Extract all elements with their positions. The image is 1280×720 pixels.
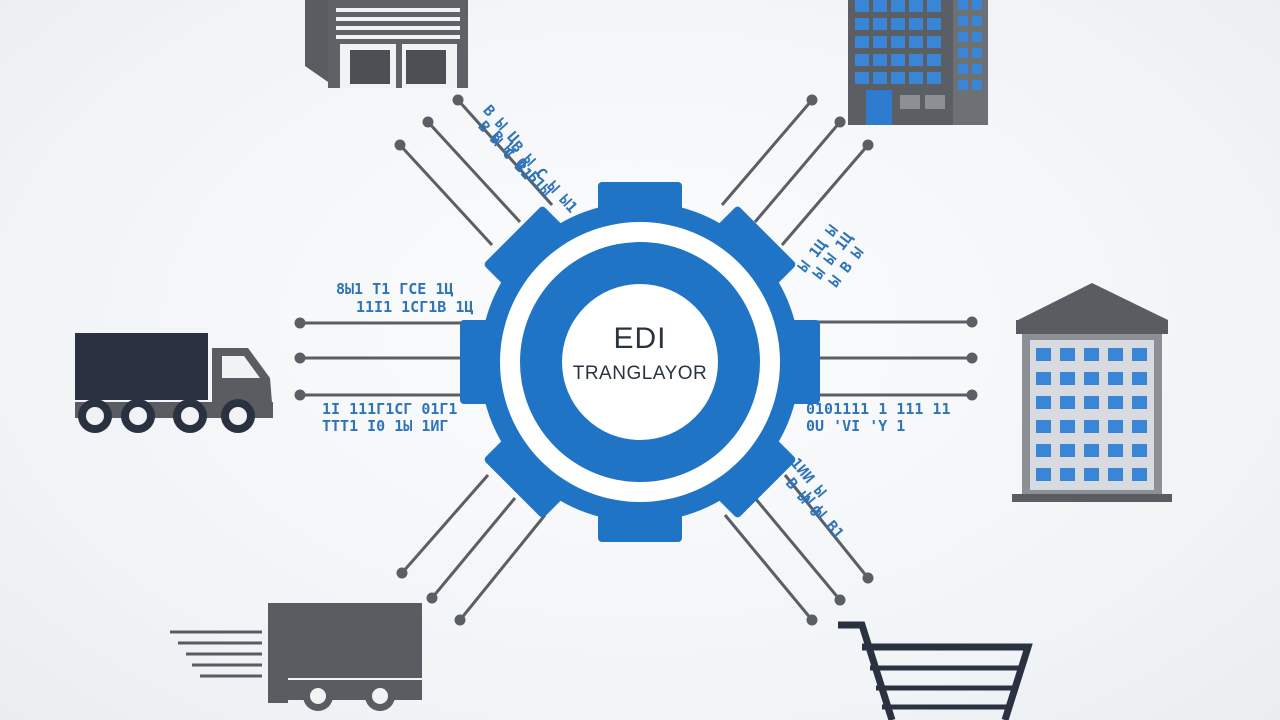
- connector-ll-3-dot: [454, 614, 466, 626]
- connector-r-3-dot: [966, 389, 978, 401]
- connector-ll-3: [458, 514, 547, 621]
- connector-ul-1-dot: [394, 139, 406, 151]
- code-right-2: 0U 'VI 'Y 1: [806, 417, 906, 435]
- connector-l-1-dot: [294, 317, 306, 329]
- office-tower-icon: [848, 0, 988, 125]
- connector-ul-3: [456, 98, 554, 207]
- office-building-icon: [1012, 283, 1172, 502]
- connector-ul-2: [426, 120, 522, 224]
- connector-lr-1-dot: [806, 614, 818, 626]
- connector-ur-3: [780, 144, 870, 246]
- edi-title: EDI: [613, 322, 667, 355]
- code-right-1: 0101111 1 111 11: [806, 400, 951, 418]
- connector-r-1-dot: [966, 316, 978, 328]
- connector-lr-2-dot: [834, 594, 846, 606]
- connector-ll-2-dot: [426, 592, 438, 604]
- connector-ur-1-dot: [806, 94, 818, 106]
- connector-ul-3-dot: [452, 94, 464, 106]
- connector-ul-2-dot: [422, 116, 434, 128]
- connector-ur-1: [720, 99, 814, 206]
- warehouse-icon: [305, 0, 468, 88]
- truck-icon: [75, 333, 273, 433]
- connector-lr-3-dot: [862, 572, 874, 584]
- connector-ll-1-dot: [396, 567, 408, 579]
- connector-ur-2: [753, 121, 842, 223]
- connector-ul-1: [398, 143, 494, 247]
- connector-ur-2-dot: [834, 116, 846, 128]
- code-left-bottom-1: 1І 111Г1СГ 01Г1: [322, 400, 458, 418]
- connector-l-3-dot: [294, 389, 306, 401]
- delivery-van-icon: [170, 603, 422, 711]
- connector-lr-1: [723, 514, 814, 621]
- connector-lines: [294, 94, 978, 626]
- translator-label: TRANGLAYOR: [572, 363, 708, 384]
- connector-l-2-dot: [294, 352, 306, 364]
- shopping-cart-icon: [838, 621, 1033, 720]
- connector-r-2-dot: [966, 352, 978, 364]
- connector-ur-3-dot: [862, 139, 874, 151]
- code-left-bottom-2: ТТТ1 І0 1Ы 1ИГ: [322, 417, 449, 435]
- code-left-top-1: 8Ы1 Т1 ГСЕ 1Ц: [336, 280, 454, 298]
- connector-lr-2: [753, 497, 842, 601]
- code-left-top-2: 11І1 1СГ1В 1Ц: [356, 298, 474, 316]
- connector-ll-1: [400, 474, 490, 574]
- connector-ll-2: [430, 497, 517, 599]
- connector-lr-3: [783, 474, 870, 579]
- edi-gear-icon: [460, 182, 820, 542]
